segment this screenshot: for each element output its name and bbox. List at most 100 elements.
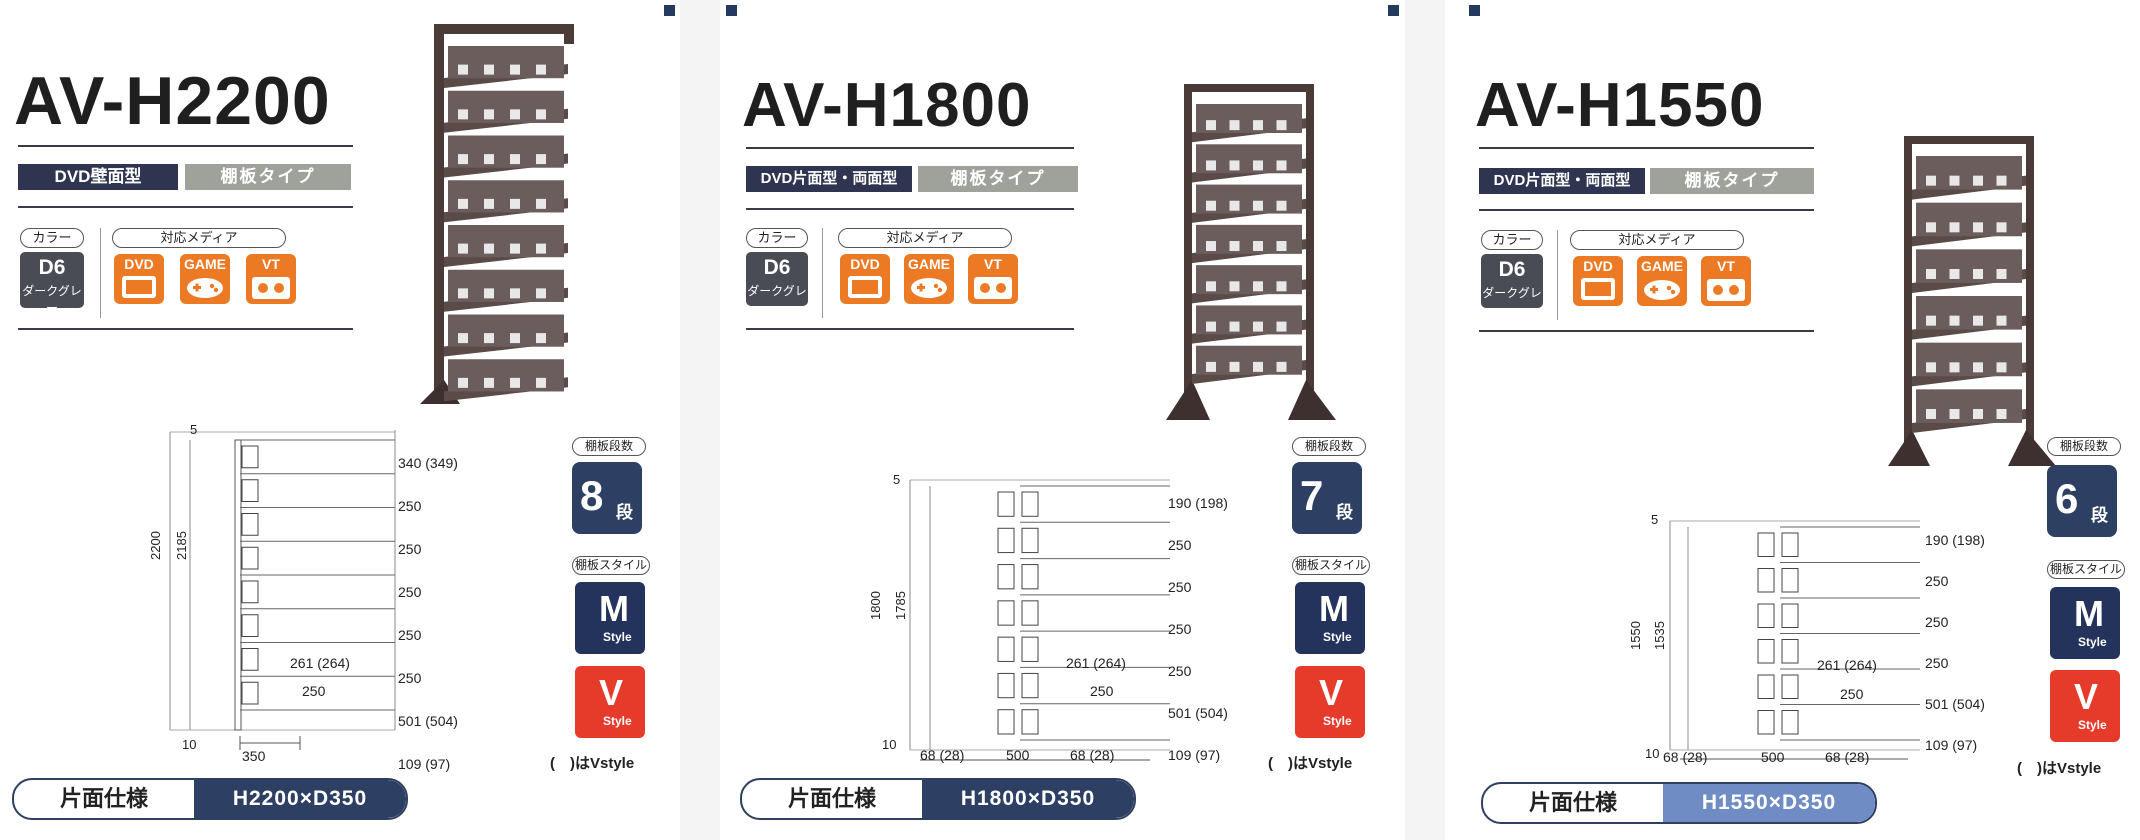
steps-label: 棚板段数 [572, 437, 646, 456]
rack-disc-case [510, 377, 520, 388]
rack-disc-case [1206, 120, 1216, 131]
dim-shelf-box [997, 491, 1015, 517]
style-m-letter: M [2074, 593, 2104, 634]
rack-disc-case [1253, 321, 1263, 332]
dim-shelf-box [1781, 639, 1799, 664]
dim-right-label: 340 (349) [398, 455, 458, 471]
steps-unit: 段 [616, 503, 633, 522]
dim-shelf-box [241, 580, 259, 604]
dimension-drawing [909, 479, 1170, 761]
rack-disc-case [484, 333, 494, 344]
rack-disc-case [536, 333, 546, 344]
rack-disc-case [484, 243, 494, 254]
rack-disc-case [1926, 269, 1936, 279]
dim-bottom: 10 [882, 737, 897, 752]
spec-bar: 片面仕様 H2200×D350 [12, 778, 408, 820]
media-dvd-label: DVD [850, 256, 880, 272]
dim-shelf-box [1781, 710, 1799, 735]
spec-label: 片面仕様 [787, 786, 876, 811]
dim-angled: 261 (264) [1066, 655, 1126, 671]
rack-disc-case [1253, 120, 1263, 131]
rack-disc-case [1276, 241, 1287, 252]
spec-label: 片面仕様 [59, 786, 148, 811]
dim-inner: 2185 [174, 531, 189, 560]
dim-top: 5 [190, 422, 198, 437]
rack-disc-case [1229, 321, 1240, 332]
style-v-badge: V Style [1295, 666, 1365, 738]
style-m-word: Style [603, 630, 632, 644]
rack-disc-case [1229, 160, 1240, 171]
dim-bottom-right: 68 (28) [1825, 749, 1870, 765]
media-vt: VT [968, 254, 1018, 304]
rack-disc-case [1973, 269, 1983, 279]
dim-right-label: 250 [1168, 579, 1192, 595]
type-tag: DVD片面型・両面型 [1479, 168, 1645, 194]
vstyle-note: ( )はVstyle [1268, 755, 1353, 772]
rack-disc-case [1996, 362, 2007, 373]
color-code: D6 [38, 256, 66, 279]
rack-disc-case [484, 198, 494, 209]
dim-bottom: 10 [1645, 746, 1660, 761]
dim-shelf-box [1757, 532, 1775, 557]
rack-disc-case [1973, 409, 1983, 419]
model-title: AV-H1550 [1475, 71, 1765, 140]
dim-shelf-box [997, 672, 1015, 699]
rack-disc-case [1229, 361, 1240, 372]
color-name: ダークグレー [747, 284, 807, 315]
dim-shelf-box [241, 648, 259, 671]
info-rule [1479, 330, 1814, 332]
model-title: AV-H2200 [14, 63, 331, 139]
rack-disc-case [1949, 175, 1960, 186]
rack-disc-case [1206, 361, 1216, 372]
steps-badge: 7 段 [1292, 462, 1362, 534]
rack-disc-case [1996, 269, 2007, 279]
rack-photo [1888, 136, 2056, 466]
rack-disc-case [1253, 200, 1263, 211]
media-dvd: DVD [114, 254, 164, 304]
dvd-icon [122, 276, 156, 298]
steps-badge: 6 段 [2047, 465, 2117, 537]
dim-right-label: 501 (504) [398, 713, 458, 729]
shelf-type-tag: 棚板タイプ [918, 166, 1078, 192]
rack-disc-case [1949, 315, 1960, 326]
divider [1557, 230, 1558, 320]
dim-top: 5 [1651, 512, 1659, 527]
rack-disc-case [1206, 321, 1216, 332]
dim-right-label: 250 [398, 584, 422, 600]
color-label: カラー [1481, 230, 1543, 250]
vstyle-note: ( )はVstyle [2017, 760, 2102, 777]
style-m-word: Style [2078, 635, 2107, 649]
dim-right-label: 109 (97) [1925, 737, 1978, 753]
dim-shelf-box [1757, 674, 1775, 699]
dimension-drawing [169, 430, 396, 750]
color-name: ダークグレー [1482, 286, 1542, 317]
rack-disc-case [510, 109, 520, 120]
rack-disc-case [536, 198, 546, 209]
media-vt-label: VT [262, 256, 280, 272]
rack-disc-case [510, 198, 520, 209]
dim-shelf-box [241, 513, 259, 536]
vstyle-note: ( )はVstyle [550, 755, 635, 772]
rack-disc-case [1949, 409, 1960, 419]
media-label: 対応メディア [1570, 230, 1744, 250]
rack-photo [1166, 84, 1336, 420]
dim-right-label: 250 [398, 627, 422, 643]
rack-disc-case [1253, 281, 1263, 292]
dim-total: 2200 [148, 531, 163, 560]
style-v-word: Style [2078, 718, 2107, 732]
media-vt: VT [246, 254, 296, 304]
rack-disc-case [1276, 200, 1287, 211]
style-v-letter: V [2074, 676, 2099, 717]
rack-disc-case [484, 288, 494, 299]
rack-disc-case [1276, 321, 1287, 332]
rack-disc-case [1253, 241, 1263, 252]
dimension-drawing [1669, 520, 1920, 760]
rack-disc-case [1973, 315, 1983, 326]
divider [822, 228, 823, 318]
rack-disc-case [1926, 222, 1936, 233]
rack-disc-case [458, 243, 468, 254]
dim-shelf-box [1021, 491, 1039, 517]
dim-right-label: 250 [1168, 621, 1192, 637]
style-label: 棚板スタイル [2047, 560, 2125, 579]
style-label: 棚板スタイル [572, 556, 650, 575]
